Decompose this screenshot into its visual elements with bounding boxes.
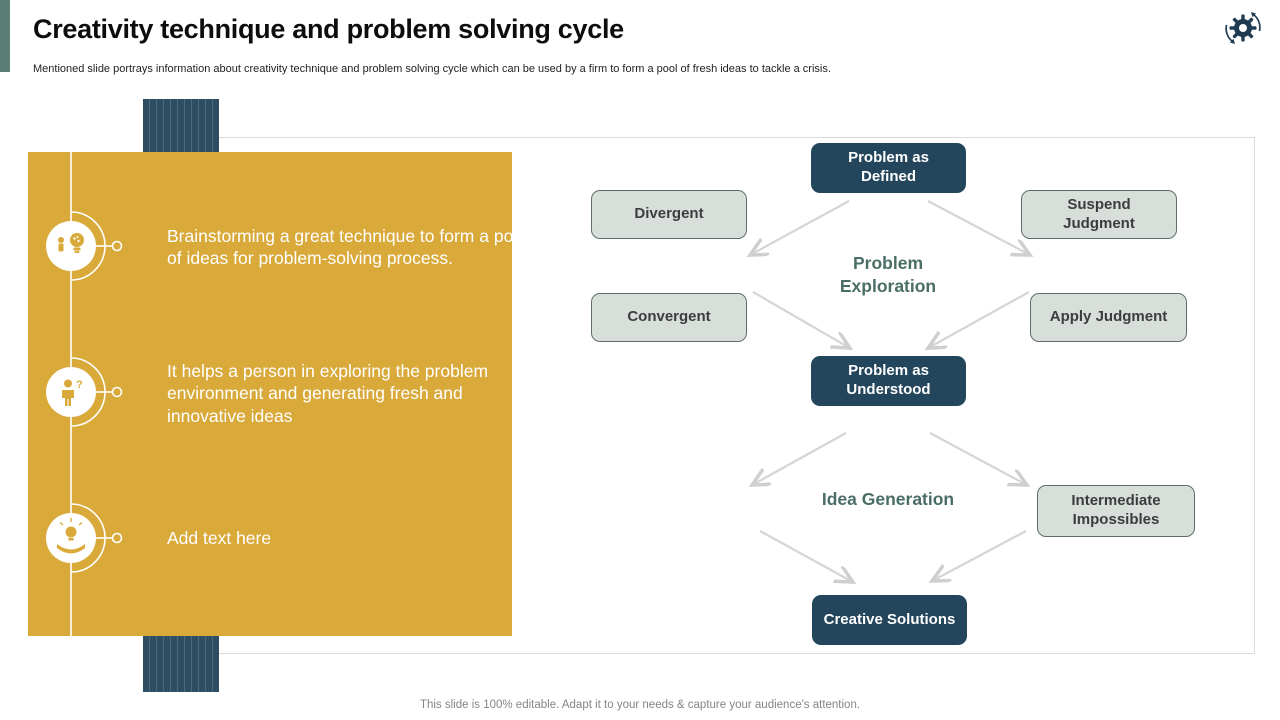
node-convergent: Convergent xyxy=(591,293,747,342)
hand-bulb-icon xyxy=(57,518,85,554)
node-problem-as-understood: Problem as Understood xyxy=(811,356,966,406)
node-problem-as-defined: Problem as Defined xyxy=(811,143,966,193)
bulb-person-icon xyxy=(58,233,84,253)
node-intermediate-impossibles: Intermediate Impossibles xyxy=(1037,485,1195,537)
stage-label-idea-generation: Idea Generation xyxy=(821,489,955,509)
left-accent-bar xyxy=(0,0,10,72)
stripe-decoration-bottom xyxy=(143,636,219,692)
gear-refresh-icon xyxy=(1220,5,1266,51)
node-apply-judgment: Apply Judgment xyxy=(1030,293,1187,342)
bullet-text-1: Brainstorming a great technique to form … xyxy=(167,226,527,269)
stage-label-problem-exploration: Problem Exploration xyxy=(839,253,937,296)
page-title: Creativity technique and problem solving… xyxy=(33,14,624,44)
bullet-text-3: Add text here xyxy=(167,528,272,548)
footer-note: This slide is 100% editable. Adapt it to… xyxy=(419,699,861,711)
person-question-icon: ? xyxy=(62,379,83,406)
svg-text:?: ? xyxy=(76,379,83,391)
bullet-text-2: It helps a person in exploring the probl… xyxy=(167,361,489,426)
node-divergent: Divergent xyxy=(591,190,747,239)
stripe-decoration-top xyxy=(143,99,219,153)
node-creative-solutions: Creative Solutions xyxy=(812,595,967,645)
page-subtitle: Mentioned slide portrays information abo… xyxy=(33,63,831,75)
node-suspend-judgment: Suspend Judgment xyxy=(1021,190,1177,239)
bullet-panel: ? Brainstorming a great technique to for… xyxy=(28,152,527,636)
